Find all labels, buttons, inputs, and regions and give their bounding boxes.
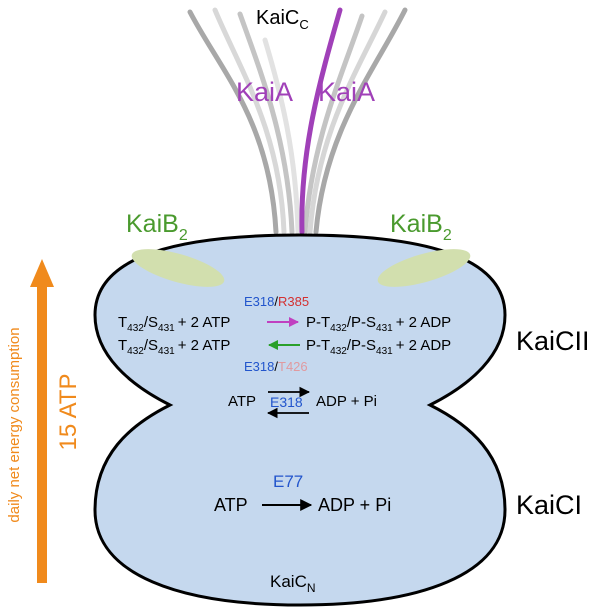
energy-arrow-shaft xyxy=(37,285,47,583)
enzyme-label-r1: E318/R385 xyxy=(244,294,309,309)
kaicii-enzyme-label: E318 xyxy=(270,394,303,410)
energy-caption: daily net energy consumption xyxy=(6,327,23,522)
kaic-c-label: KaiCC xyxy=(256,7,309,32)
kaic-body xyxy=(93,233,507,607)
kaic-tails xyxy=(187,7,408,235)
kaia-bound-tail xyxy=(299,7,343,235)
kaicii-adp-pi-label: ADP + Pi xyxy=(316,393,377,410)
kaici-domain-label: KaiCI xyxy=(516,490,582,520)
kaici-atp-label: ATP xyxy=(214,495,248,515)
kaib-right-label: KaiB2 xyxy=(390,210,452,244)
kaicii-domain-label: KaiCII xyxy=(516,326,590,356)
reaction-reverse-rhs: P-T432/P-S431+ 2 ADP xyxy=(306,337,451,357)
reaction-forward-lhs: T432/S431+ 2 ATP xyxy=(118,314,230,334)
kaib-left-label: KaiB2 xyxy=(126,210,188,244)
kaia-right-label: KaiA xyxy=(318,77,375,107)
reaction-forward-rhs: P-T432/P-S431+ 2 ADP xyxy=(306,314,451,334)
kaicii-atp-label: ATP xyxy=(228,393,256,410)
kaic-n-label: KaiCN xyxy=(270,572,316,595)
kaib-patch-right xyxy=(377,249,471,287)
energy-atp-value: 15 ATP xyxy=(55,374,82,451)
kaia-left-label: KaiA xyxy=(236,77,293,107)
energy-arrow-head xyxy=(30,259,54,287)
kaici-enzyme-label: E77 xyxy=(273,472,303,491)
kaib-patch-left xyxy=(131,249,225,287)
reaction-reverse-lhs: T432/S431+ 2 ATP xyxy=(118,337,230,357)
kaici-adp-pi-label: ADP + Pi xyxy=(318,495,391,515)
enzyme-label-r2: E318/T426 xyxy=(244,359,308,374)
